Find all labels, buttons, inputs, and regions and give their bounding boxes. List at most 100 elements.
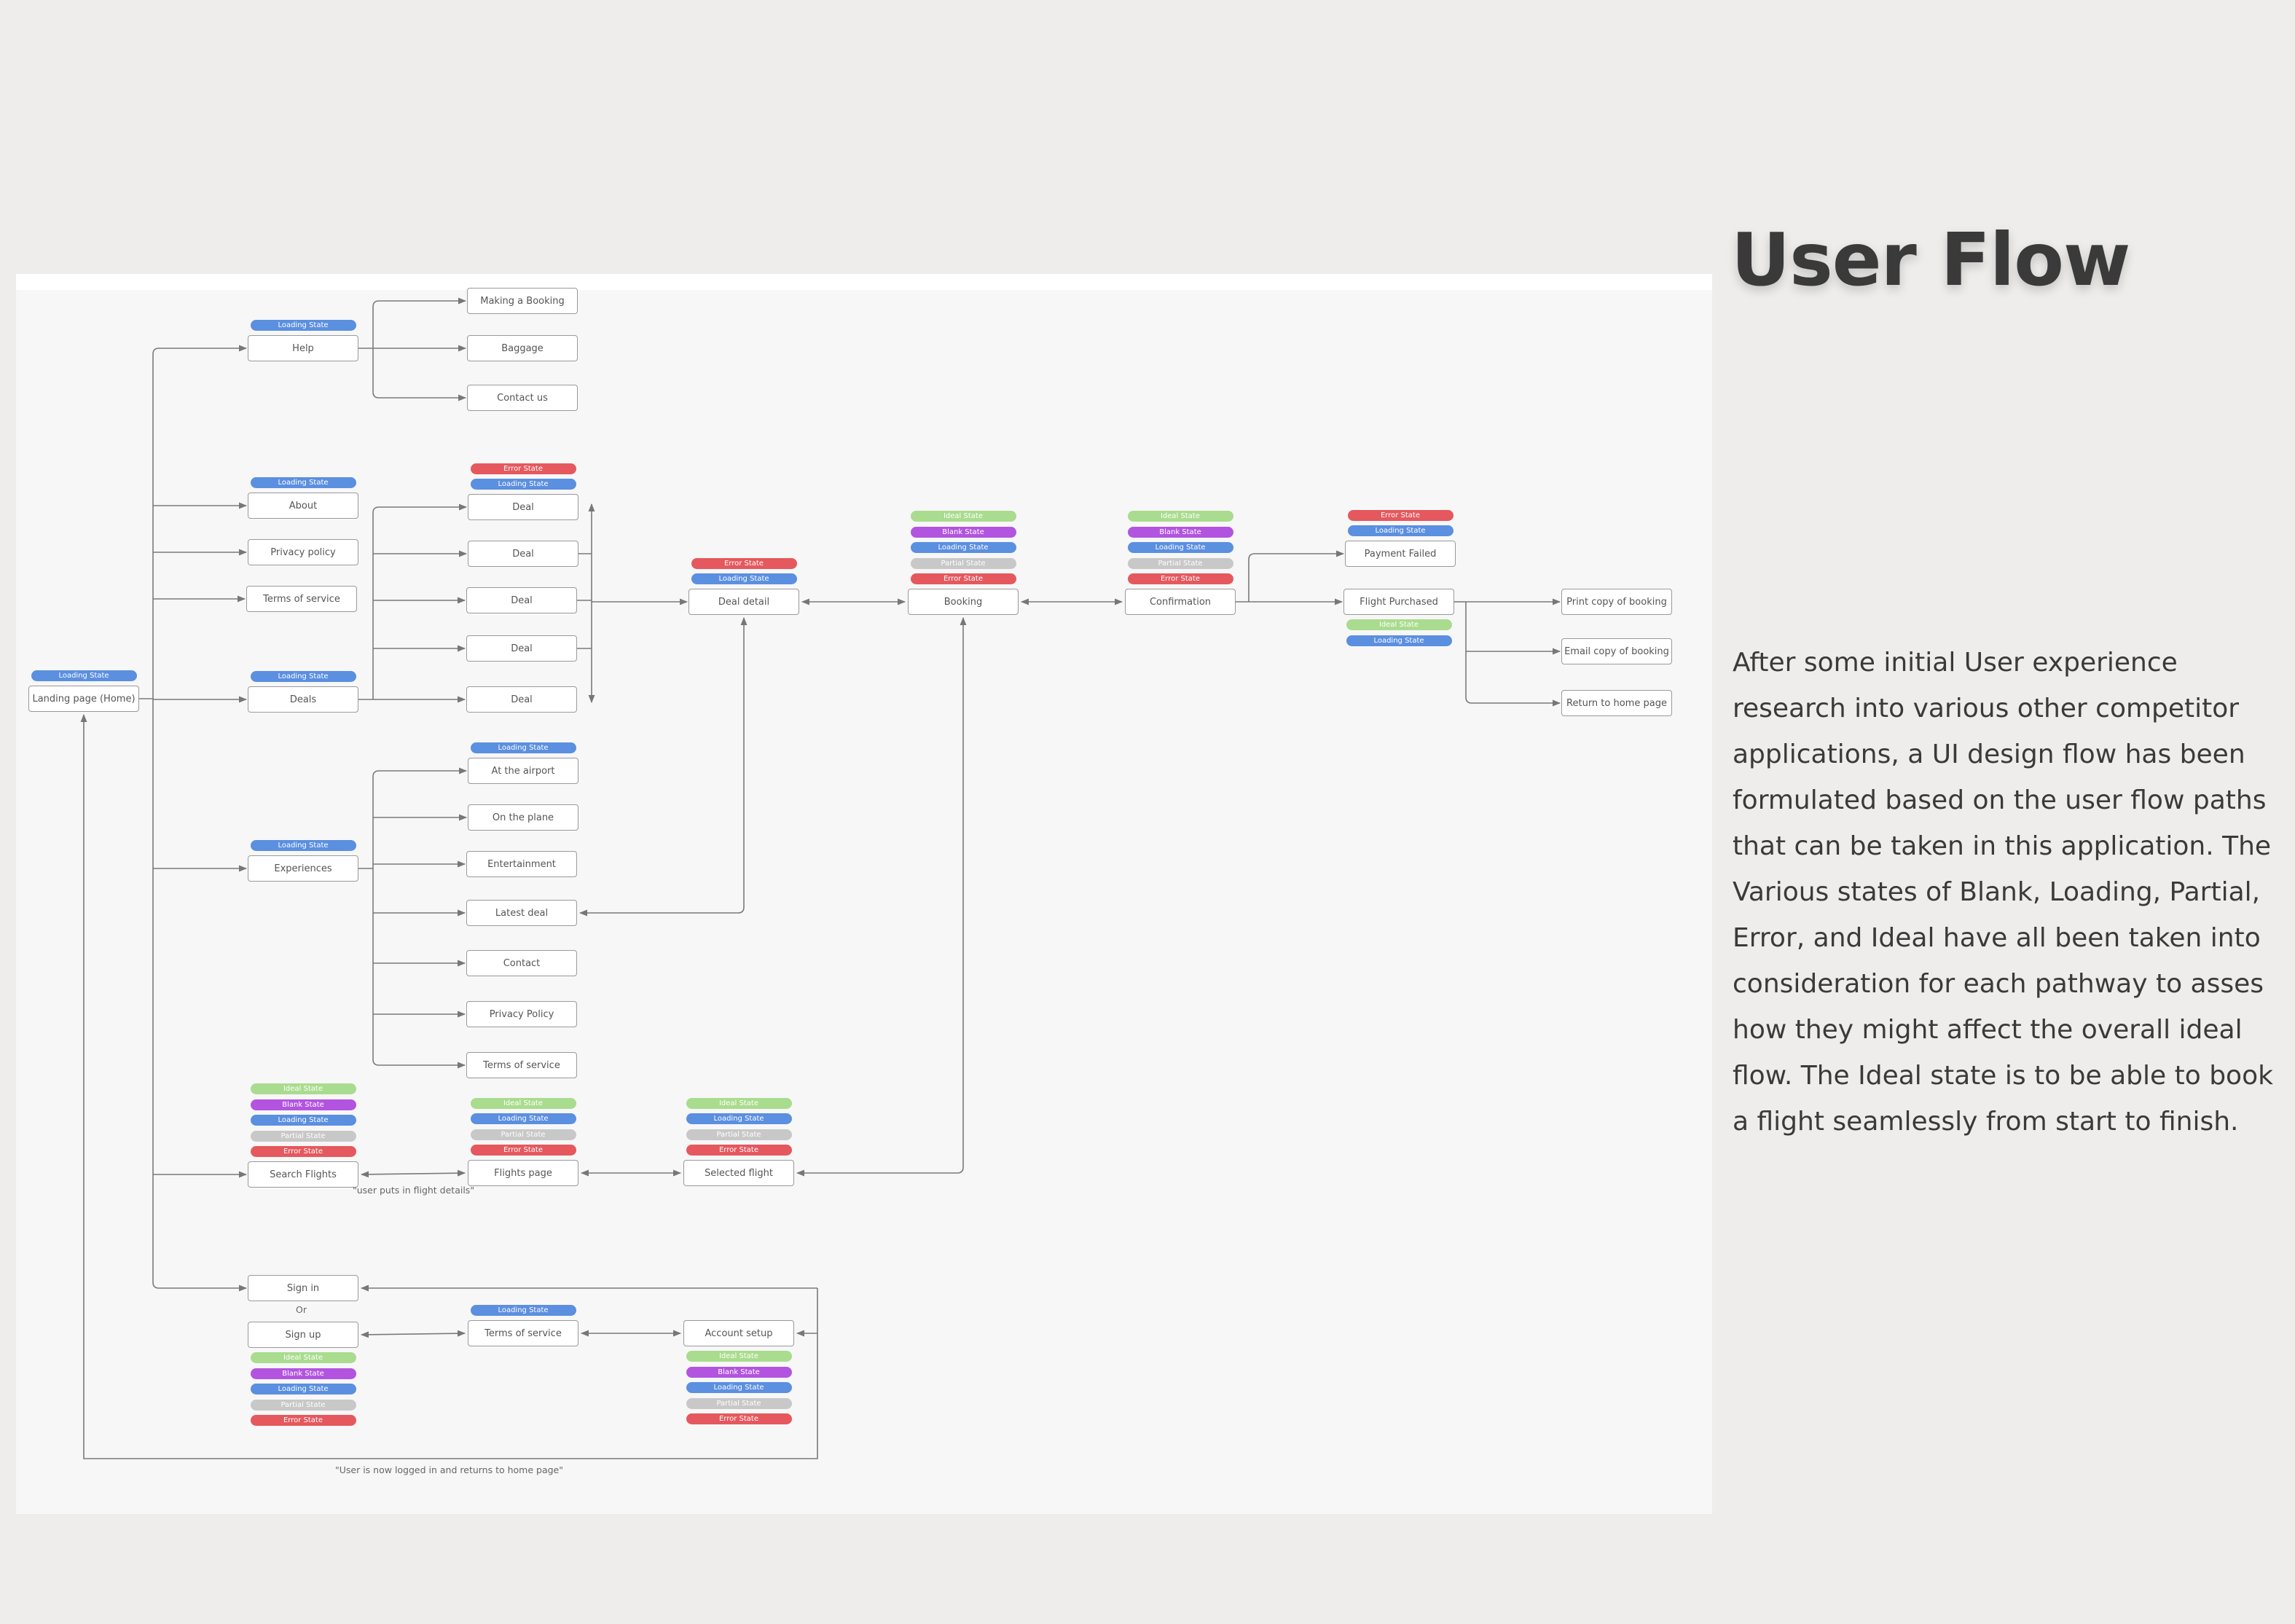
state-badge-partial-state: Partial State — [1127, 557, 1233, 569]
connector-help-to-making-booking — [372, 297, 467, 307]
flow-node-deal-4: Deal — [466, 635, 577, 662]
state-badge-loading-state: Loading State — [250, 1384, 356, 1394]
state-badge-loading-state: Loading State — [470, 742, 576, 753]
flight-details-note: "user puts in flight details" — [353, 1185, 475, 1196]
page-title: User Flow — [1731, 217, 2130, 302]
flow-node-deal-5: Deal — [466, 686, 577, 713]
state-badge-partial-state: Partial State — [686, 1397, 792, 1409]
state-badge-error-state: Error State — [686, 1145, 792, 1156]
state-badge-error-state: Error State — [910, 573, 1016, 584]
flow-node-email-copy: Email copy of booking — [1561, 638, 1672, 664]
flow-node-making-booking: Making a Booking — [467, 288, 578, 314]
flow-node-entertainment: Entertainment — [466, 851, 577, 877]
state-badge-loading-state: Loading State — [470, 1305, 576, 1316]
connector-signup-terms — [360, 1330, 466, 1338]
connector-confirmation-payment-failed — [1248, 550, 1345, 602]
connector-search-flights-page — [360, 1169, 466, 1178]
description-text: After some initial User experience resea… — [1733, 648, 2273, 1137]
connector-return-home — [80, 713, 818, 1459]
flow-node-confirmation: Confirmation — [1125, 589, 1236, 615]
flow-node-flight-purchased: Flight Purchased — [1343, 589, 1454, 615]
state-badge-loading-state: Loading State — [1346, 635, 1452, 646]
flow-node-experiences: Experiences — [248, 855, 358, 882]
flow-node-selected-flight: Selected flight — [683, 1160, 794, 1186]
state-badge-ideal-state: Ideal State — [250, 1352, 356, 1363]
state-badge-loading-state: Loading State — [1127, 542, 1233, 553]
state-badge-error-state: Error State — [691, 557, 797, 569]
flow-node-terms: Terms of service — [246, 586, 357, 612]
canvas-top-bar — [16, 274, 1712, 290]
state-badge-partial-state: Partial State — [470, 1129, 576, 1140]
state-badge-error-state: Error State — [470, 463, 576, 474]
state-badge-loading-state: Loading State — [686, 1113, 792, 1124]
state-badge-loading-state: Loading State — [1347, 525, 1454, 536]
flow-node-account-setup: Account setup — [683, 1320, 794, 1346]
flow-node-deal-3: Deal — [466, 587, 577, 613]
state-badge-blank-state: Blank State — [250, 1368, 356, 1379]
state-badge-error-state: Error State — [1127, 573, 1233, 584]
flow-node-on-plane: On the plane — [468, 804, 578, 831]
flow-node-return-home: Return to home page — [1561, 690, 1672, 716]
flow-node-flights-page: Flights page — [468, 1160, 578, 1186]
flow-node-terms-exp: Terms of service — [466, 1052, 577, 1078]
state-badge-partial-state: Partial State — [250, 1399, 356, 1411]
flow-node-privacy: Privacy policy — [248, 539, 358, 565]
flow-node-terms-signup: Terms of service — [468, 1320, 578, 1346]
flow-node-at-airport: At the airport — [468, 758, 578, 784]
state-badge-ideal-state: Ideal State — [910, 511, 1016, 522]
state-badge-error-state: Error State — [686, 1413, 792, 1424]
state-badge-error-state: Error State — [470, 1145, 576, 1156]
flow-node-contact-us: Contact us — [467, 385, 578, 411]
connector-home-to-sign-in — [152, 1282, 248, 1292]
state-badge-error-state: Error State — [250, 1415, 356, 1426]
state-badge-error-state: Error State — [1347, 509, 1454, 521]
state-badge-blank-state: Blank State — [686, 1366, 792, 1378]
flow-node-landing: Landing page (Home) — [28, 686, 139, 712]
state-badge-loading-state: Loading State — [250, 477, 356, 488]
state-badge-loading-state: Loading State — [910, 542, 1016, 553]
flow-node-deal-1: Deal — [468, 494, 578, 520]
state-badge-partial-state: Partial State — [910, 557, 1016, 569]
flow-node-baggage: Baggage — [467, 335, 578, 361]
state-badge-loading-state: Loading State — [691, 573, 797, 584]
flow-node-deals: Deals — [248, 686, 358, 713]
connector-help-to-contact-us — [372, 391, 467, 401]
connector-purchased-to-return-home — [1465, 697, 1561, 707]
state-badge-blank-state: Blank State — [910, 526, 1016, 538]
state-badge-ideal-state: Ideal State — [250, 1083, 356, 1094]
flow-node-latest-deal: Latest deal — [466, 900, 577, 926]
flow-node-contact: Contact — [466, 950, 577, 976]
state-badge-blank-state: Blank State — [250, 1099, 356, 1110]
flow-node-sign-in: Sign in — [248, 1275, 358, 1301]
flow-node-sign-up: Sign up — [248, 1322, 358, 1348]
state-badge-blank-state: Blank State — [1127, 526, 1233, 538]
logged-in-note: "User is now logged in and returns to ho… — [335, 1464, 563, 1475]
state-badge-ideal-state: Ideal State — [1346, 619, 1452, 630]
state-badge-ideal-state: Ideal State — [1127, 511, 1233, 522]
flow-node-privacy-policy: Privacy Policy — [466, 1001, 577, 1027]
or-label: Or — [296, 1304, 307, 1315]
state-badge-loading-state: Loading State — [31, 670, 137, 681]
connector-home-to-help — [152, 345, 248, 355]
flow-node-about: About — [248, 493, 358, 519]
connector-deals-to-deal-1 — [372, 503, 468, 514]
state-badge-loading-state: Loading State — [686, 1382, 792, 1393]
flow-connectors — [80, 297, 1561, 1459]
state-badge-loading-state: Loading State — [250, 1115, 356, 1126]
state-badge-ideal-state: Ideal State — [686, 1097, 792, 1109]
state-badge-loading-state: Loading State — [250, 840, 356, 851]
state-badge-ideal-state: Ideal State — [686, 1351, 792, 1362]
state-badge-loading-state: Loading State — [250, 320, 356, 331]
state-badge-partial-state: Partial State — [686, 1129, 792, 1140]
state-badge-loading-state: Loading State — [470, 479, 576, 490]
flow-node-search-flights: Search Flights — [248, 1161, 358, 1188]
flow-node-help: Help — [248, 335, 358, 361]
state-badge-partial-state: Partial State — [250, 1130, 356, 1142]
flow-node-deal-2: Deal — [468, 541, 578, 567]
state-badge-loading-state: Loading State — [470, 1113, 576, 1124]
connector-selected-to-booking — [796, 616, 967, 1177]
state-badge-error-state: Error State — [250, 1146, 356, 1157]
flow-node-booking: Booking — [908, 589, 1019, 615]
state-badge-ideal-state: Ideal State — [470, 1097, 576, 1109]
